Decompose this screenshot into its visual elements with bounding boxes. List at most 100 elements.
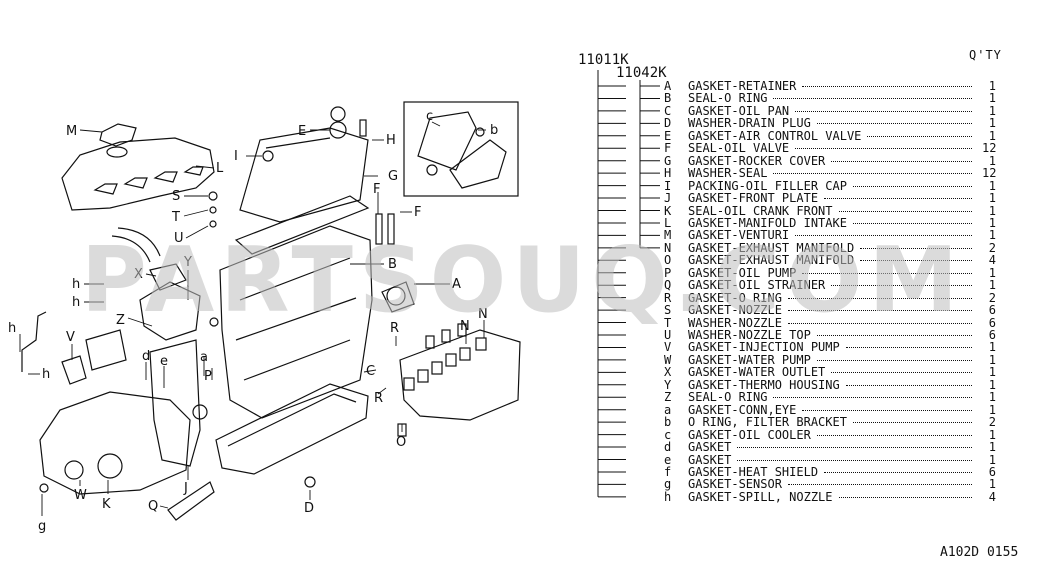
part-letter: O [664, 253, 672, 268]
leader-dots [839, 496, 972, 498]
part-description: GASKET-OIL PUMP [688, 265, 797, 280]
part-letter: M [664, 228, 672, 243]
front-plate-drawing [149, 339, 201, 467]
part-letter: N [664, 240, 672, 255]
part-quantity: 12 [982, 166, 997, 181]
part-letter: Q [664, 278, 672, 293]
leader-dots [788, 310, 972, 312]
leader-dots [817, 434, 972, 436]
part-description: GASKET-WATER OUTLET [688, 365, 826, 380]
leader-dots [802, 272, 972, 274]
part-description: GASKET-INJECTION PUMP [688, 340, 840, 355]
leader-dots [788, 322, 972, 324]
leader-dots [795, 148, 972, 150]
part-description: SEAL-OIL CRANK FRONT [688, 203, 833, 218]
part-letter: Z [664, 390, 672, 405]
callout-g: g [38, 519, 46, 534]
part-quantity: 1 [988, 452, 996, 467]
part-description: GASKET-FRONT PLATE [688, 191, 819, 206]
callout-U: U [174, 231, 184, 246]
part-description: GASKET-OIL PAN [688, 103, 790, 118]
exhaust-manifold-drawing [399, 329, 521, 421]
callout-h2: h [72, 295, 80, 310]
intake-manifold-drawing [61, 137, 215, 211]
leader-dots [853, 185, 972, 187]
main-part-code: 11011K [578, 52, 629, 68]
rocker-cover-drawing [239, 127, 369, 223]
leader-dots [839, 210, 972, 212]
callout-Y: Y [183, 255, 192, 270]
rocker-gasket-drawing [234, 195, 370, 255]
callout-R2: R [374, 391, 383, 406]
callout-c: c [426, 109, 433, 124]
callout-h4: h [42, 367, 50, 382]
leader-dots [773, 98, 972, 100]
callout-X: X [134, 267, 143, 282]
callout-W: W [74, 488, 87, 503]
callout-B: B [388, 257, 397, 272]
part-row: W GASKET-WATER PUMP 1 [664, 354, 999, 366]
callout-R1: R [390, 321, 399, 336]
part-description: SEAL-O RING [688, 390, 768, 405]
leader-dots [860, 260, 972, 262]
part-letter: W [664, 352, 672, 367]
part-description: GASKET-VENTURI [688, 228, 790, 243]
part-row: J GASKET-FRONT PLATE 1 [664, 192, 999, 204]
part-letter: R [664, 290, 672, 305]
callout-A: A [452, 277, 461, 292]
part-quantity: 1 [988, 203, 996, 218]
part-letter: F [664, 141, 672, 156]
part-quantity: 1 [988, 352, 996, 367]
part-letter: f [664, 464, 672, 479]
part-quantity: 1 [988, 427, 996, 442]
part-letter: G [664, 153, 672, 168]
part-quantity: 1 [988, 440, 996, 455]
part-quantity: 1 [988, 191, 996, 206]
leader-dots [817, 123, 972, 125]
leader-dots [788, 484, 972, 486]
leader-dots [846, 347, 972, 349]
sub-part-code: 11042K [616, 65, 667, 81]
leader-dots [860, 247, 972, 249]
callout-D: D [304, 501, 314, 516]
part-description: GASKET-SPILL, NOZZLE [688, 489, 833, 504]
part-letter: B [664, 91, 672, 106]
part-letter: J [664, 191, 672, 206]
part-quantity: 6 [988, 328, 996, 342]
part-letter: e [664, 452, 672, 467]
leader-dots [831, 160, 972, 162]
leader-dots [795, 110, 972, 112]
part-letter: C [664, 103, 672, 118]
part-letter: H [664, 166, 672, 181]
callout-I: I [234, 149, 238, 164]
leader-dots [795, 235, 972, 237]
part-quantity: 1 [988, 365, 996, 380]
part-description: GASKET-WATER PUMP [688, 352, 811, 367]
callout-S: S [172, 189, 180, 204]
callout-J: J [183, 481, 188, 496]
callout-G: G [388, 169, 398, 184]
part-quantity: 4 [988, 489, 996, 504]
part-letter: c [664, 427, 672, 442]
part-description: GASKET [688, 440, 732, 455]
part-letter: U [664, 328, 672, 342]
qty-header: Q'TY [969, 48, 1002, 62]
part-quantity: 6 [988, 315, 996, 330]
part-quantity: 4 [988, 253, 996, 268]
